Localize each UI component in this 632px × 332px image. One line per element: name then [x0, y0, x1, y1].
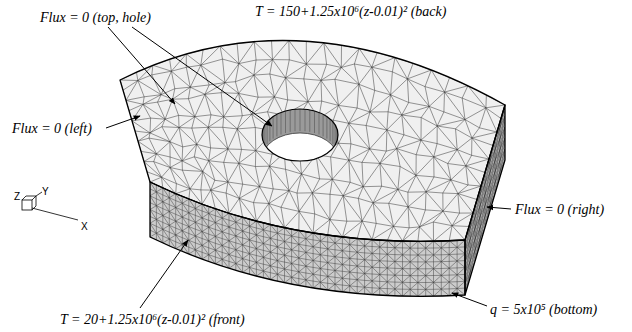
leader-line	[452, 293, 487, 306]
axis-label: Z	[14, 186, 20, 204]
leader-line	[108, 27, 175, 104]
top-face	[120, 40, 505, 241]
hole-edge	[262, 109, 338, 161]
leader-line	[487, 207, 511, 209]
boundary-label: Flux = 0 (left)	[12, 119, 92, 137]
part-outline	[465, 105, 505, 295]
x-axis	[32, 208, 78, 220]
triad-cube	[22, 200, 32, 210]
leader-lines	[106, 27, 511, 308]
leader-line	[140, 240, 188, 308]
boundary-label: T = 150+1.25x10⁶(z-0.01)² (back)	[255, 4, 446, 19]
axis-triad	[22, 192, 78, 220]
top-mesh	[120, 41, 505, 242]
axis-label: X	[81, 216, 88, 234]
boundary-label: T = 20+1.25x10⁶(z-0.01)² (front)	[60, 312, 245, 327]
leader-line	[132, 27, 272, 126]
load-label: q = 5x10⁵ (bottom)	[490, 300, 597, 318]
boundary-label: T = 150+1.25x10⁶(z-0.01)² (back)	[255, 2, 446, 20]
boundary-label: T = 20+1.25x10⁶(z-0.01)² (front)	[60, 310, 245, 328]
leader-line	[106, 116, 140, 128]
triad-cube	[22, 196, 36, 210]
hole-through	[262, 133, 338, 185]
axis-label: Y	[42, 181, 49, 199]
boundary-label: Flux = 0 (top, hole)	[40, 10, 151, 25]
part-body	[120, 40, 505, 296]
boundary-label: Flux = 0 (left)	[12, 121, 92, 136]
y-axis	[36, 192, 42, 196]
boundary-label: Flux = 0 (right)	[515, 202, 604, 217]
load-label: q = 5x10⁵ (bottom)	[490, 302, 597, 317]
boundary-label: Flux = 0 (right)	[515, 200, 604, 218]
part-outline	[120, 40, 505, 241]
boundary-label: Flux = 0 (top, hole)	[40, 8, 151, 26]
axis-label: Y	[42, 186, 49, 197]
part-outline	[150, 182, 465, 296]
axis-label: Z	[14, 191, 20, 202]
axis-label: X	[81, 221, 88, 232]
